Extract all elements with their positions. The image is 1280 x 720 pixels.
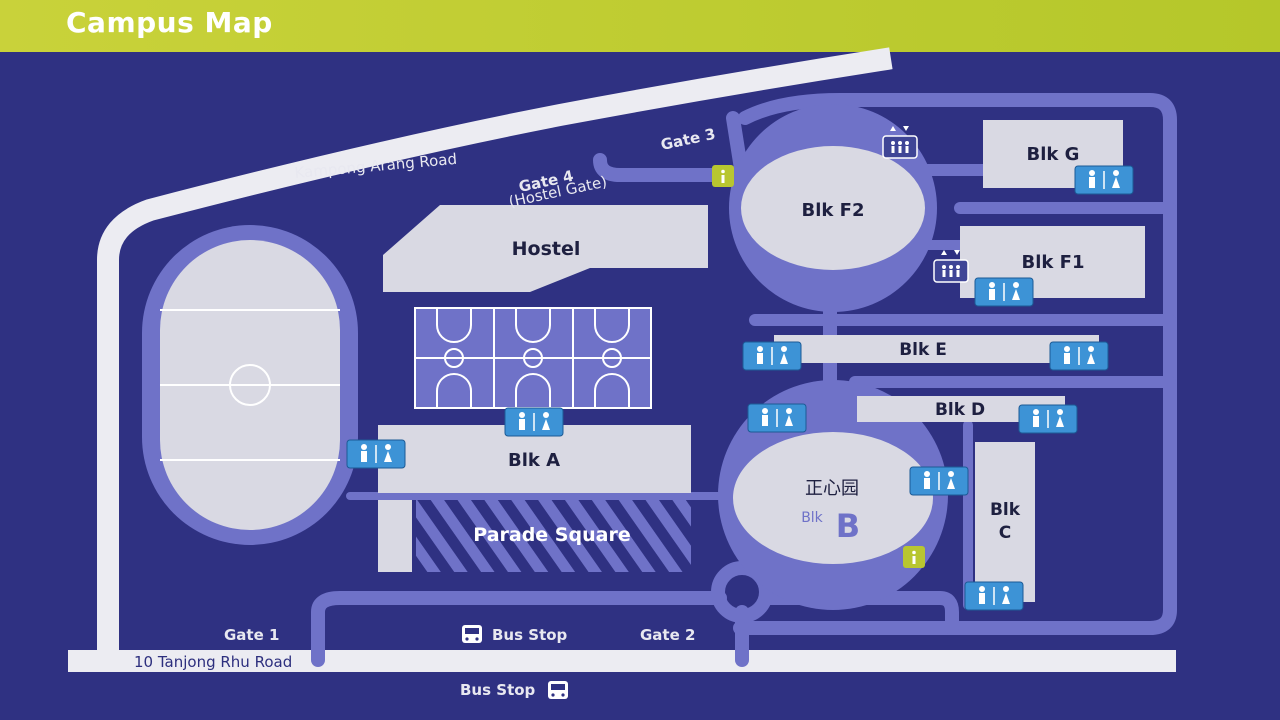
toilet-icon [1074,165,1134,195]
parade-square[interactable] [416,500,691,572]
parade-square-label: Parade Square [473,524,630,546]
blk-f2-building[interactable] [741,146,925,270]
header-bar: Campus Map [0,0,1280,52]
page-title: Campus Map [66,6,273,39]
toilet-icon [974,277,1034,307]
lift-markers [882,126,969,283]
hostel-building[interactable] [383,205,708,292]
toilet-icon [909,466,969,496]
bus-icon [462,625,482,643]
toilet-icon [747,403,807,433]
toilet-icon [1049,341,1109,371]
info-icon [712,165,734,187]
gate1-label: Gate 1 [224,626,279,644]
blk-b-letter-label: B [836,507,860,545]
blk-c-building[interactable] [975,442,1035,602]
toilet-icon [504,407,564,437]
bus-stop-outside[interactable]: Bus Stop [460,681,568,699]
blk-b-prefix-label: Blk [801,510,823,526]
blk-c-label-line2: C [999,523,1011,543]
blk-f2-label: Blk F2 [802,200,865,221]
road-network [68,47,1176,672]
blk-d-label: Blk D [935,400,985,420]
blk-a-label: Blk A [508,450,560,471]
toilet-icon [1018,404,1078,434]
lift-icon [933,259,969,283]
toilet-icon [964,581,1024,611]
toilet-icon [742,341,802,371]
blk-e-building[interactable] [774,335,1099,363]
blk-b-building[interactable] [733,432,933,564]
toilet-icon [346,439,406,469]
hostel-label: Hostel [512,238,581,260]
blk-g-label: Blk G [1027,144,1080,165]
blk-b-chinese-label: 正心园 [805,478,859,499]
gate3-label: Gate 3 [659,125,717,154]
bus-icon [548,681,568,699]
lift-icon [882,135,918,159]
bus-stop-inside[interactable]: Bus Stop [462,625,568,644]
main-road-label: 10 Tanjong Rhu Road [134,653,292,671]
gate2-label: Gate 2 [640,626,695,644]
basketball-courts [414,307,652,409]
info-icon [903,546,925,568]
bus-stop-outside-label: Bus Stop [460,681,536,699]
bus-stop-inside-label: Bus Stop [492,626,568,644]
building-labels: Hostel Blk A Parade Square Blk F2 正心园 Bl… [473,144,1084,546]
blk-f1-label: Blk F1 [1022,252,1085,273]
running-track [142,225,358,545]
lift-arrows-icon [890,126,960,255]
blk-e-label: Blk E [899,340,947,360]
blk-c-label-line1: Blk [990,500,1021,520]
